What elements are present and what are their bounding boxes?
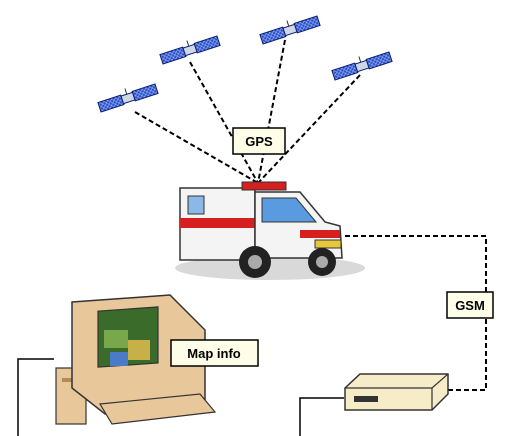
satellite-icon — [329, 46, 393, 81]
computer-cable — [17, 358, 54, 436]
link-sat-4 — [257, 74, 361, 184]
satellite-icon — [157, 30, 221, 65]
modem-icon — [344, 373, 449, 411]
satellite-links — [134, 39, 361, 184]
link-sat-3 — [257, 39, 286, 184]
computer-icon — [55, 294, 217, 425]
gps-label-text: GPS — [245, 134, 273, 149]
gsm-label-text: GSM — [455, 298, 485, 313]
gps-label: GPS — [232, 127, 286, 155]
satellite-icon — [95, 78, 159, 113]
map-info-label-text: Map info — [187, 346, 240, 361]
modem-cable — [299, 397, 344, 436]
gsm-label: GSM — [446, 291, 494, 319]
link-sat-2 — [189, 61, 259, 184]
map-info-label: Map info — [170, 339, 259, 367]
ambulance-icon — [175, 181, 365, 280]
satellite-icon — [257, 10, 321, 45]
